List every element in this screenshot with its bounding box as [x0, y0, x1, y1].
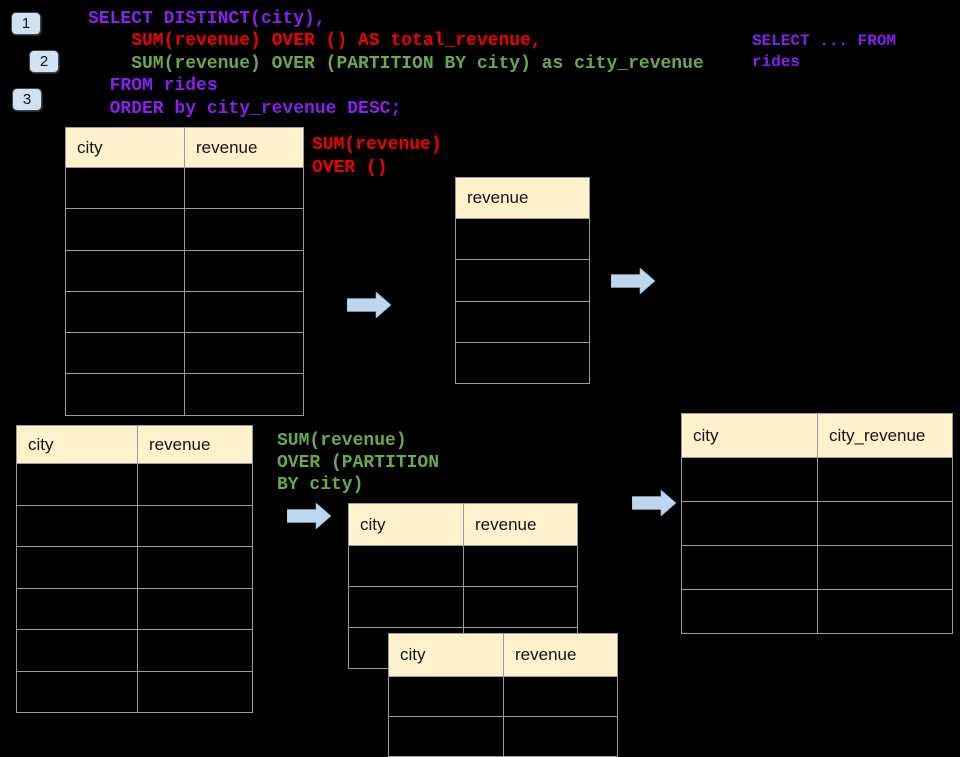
column-header: city — [389, 634, 504, 677]
table-cell — [66, 168, 185, 210]
column-header: city — [17, 426, 138, 464]
table-cell — [389, 717, 504, 757]
table-cell — [17, 630, 138, 672]
table-cell — [504, 677, 618, 717]
table-cell — [138, 588, 253, 630]
sql-code-line: ORDER by city_revenue DESC; — [88, 98, 402, 119]
table-cell — [138, 464, 253, 506]
arrow-right-icon — [287, 503, 331, 529]
table-cell — [682, 502, 818, 546]
table-cell — [185, 209, 304, 251]
table-cell — [185, 250, 304, 292]
table-cell — [17, 505, 138, 547]
table-cell — [66, 250, 185, 292]
column-header: revenue — [138, 426, 253, 464]
sql-code-line: SUM(revenue) OVER () AS total_revenue, — [88, 31, 542, 52]
table-cell — [17, 588, 138, 630]
step-1-badge: 1 — [11, 12, 41, 35]
sql-code-block: SELECT DISTINCT(city), SUM(revenue) OVER… — [88, 8, 704, 120]
table-cell — [818, 546, 953, 590]
arrow-right-icon — [611, 268, 655, 294]
table-cell — [17, 464, 138, 506]
table-cell — [138, 547, 253, 589]
column-header: revenue — [185, 128, 304, 168]
table-cell — [66, 374, 185, 416]
table-cell — [138, 671, 253, 713]
table-cell — [185, 291, 304, 334]
table-cell — [682, 546, 818, 590]
table-cell — [138, 630, 253, 672]
table-cell — [185, 333, 304, 375]
table-cell — [66, 209, 185, 251]
sql-code-line: SELECT DISTINCT(city), — [88, 9, 326, 29]
sum-over-partition-label: SUM(revenue) OVER (PARTITION BY city) — [277, 431, 440, 495]
table-cell — [464, 587, 578, 628]
table-cell — [504, 717, 618, 757]
select-from-rides-note: SELECT ... FROM rides — [752, 32, 897, 71]
column-header: revenue — [504, 634, 618, 677]
table-cell — [456, 260, 590, 302]
table-cell — [66, 333, 185, 375]
column-header: city — [349, 504, 464, 546]
column-header: revenue — [456, 178, 590, 219]
table-cell — [818, 590, 953, 634]
table-cell — [464, 546, 578, 587]
table-cell — [66, 291, 185, 334]
column-header: city — [682, 414, 818, 458]
table-cell — [17, 671, 138, 713]
table-revenue-only: revenue — [455, 177, 590, 385]
table-cell — [185, 168, 304, 210]
column-header: revenue — [464, 504, 578, 546]
table-cell — [818, 458, 953, 502]
column-header: city_revenue — [818, 414, 953, 458]
arrow-right-icon — [632, 490, 676, 516]
table-cell — [682, 590, 818, 634]
table-cell — [349, 587, 464, 628]
table-cell — [17, 547, 138, 589]
sql-code-line: SUM(revenue) OVER (PARTITION BY city) as… — [88, 53, 704, 74]
table-cell — [456, 301, 590, 343]
step-3-badge: 3 — [12, 88, 42, 111]
table-cell — [456, 342, 590, 385]
sum-over-total-label: SUM(revenue) OVER () — [312, 135, 442, 178]
table-cell — [349, 546, 464, 587]
table-cell — [389, 677, 504, 717]
table-cell — [138, 505, 253, 547]
table-cell — [456, 219, 590, 261]
table-cell — [185, 374, 304, 416]
arrow-right-icon — [347, 292, 391, 318]
sql-code-line: FROM rides — [88, 76, 218, 97]
table-cell — [818, 502, 953, 546]
table-cell — [682, 458, 818, 502]
column-header: city — [66, 128, 185, 168]
step-2-badge: 2 — [29, 50, 59, 73]
